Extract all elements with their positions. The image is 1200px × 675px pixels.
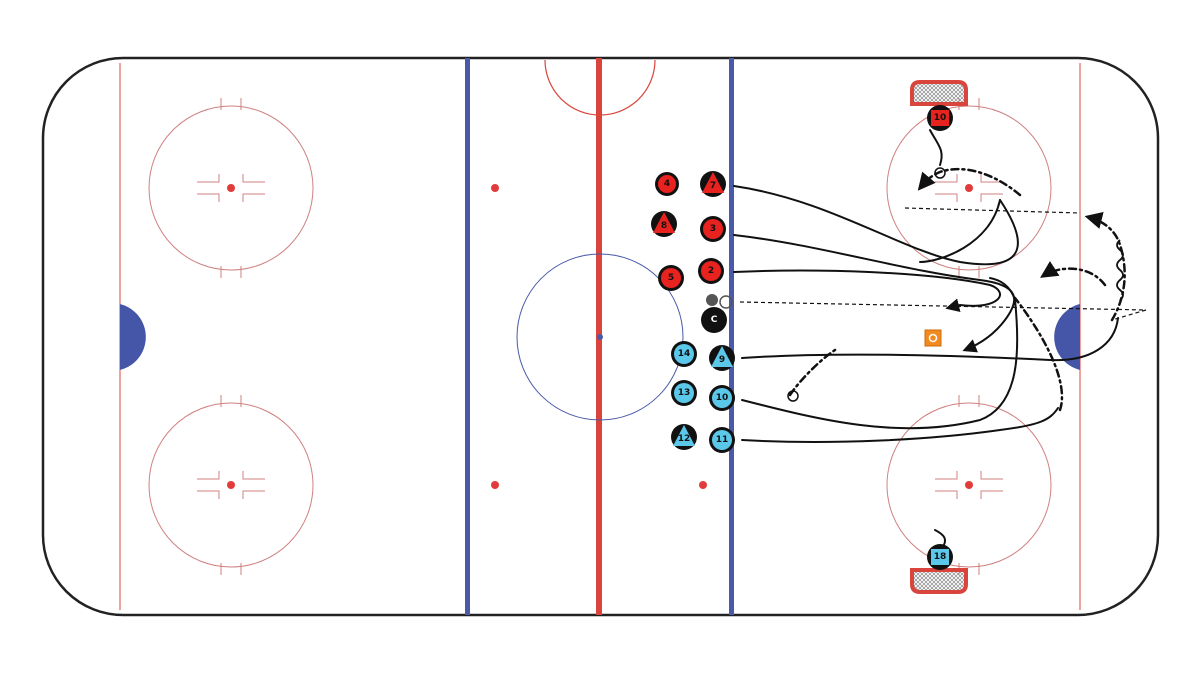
player-icon: 7 (700, 171, 726, 197)
blue-line-right (729, 58, 734, 615)
red-team: 4 7 8 3 5 2 10 (651, 105, 953, 291)
player-label: 18 (934, 552, 947, 562)
player-label: 11 (716, 435, 729, 445)
player-label: 8 (661, 221, 667, 231)
player-icon: 2 (698, 258, 724, 284)
player-label: 9 (719, 355, 725, 365)
puck-marker (924, 329, 942, 347)
player-label: 7 (710, 181, 716, 191)
center-circle (516, 253, 684, 421)
blue-team: 14 9 13 10 12 11 18 (671, 341, 953, 570)
goalie-icon: 18 (927, 544, 953, 570)
player-label: 10 (716, 393, 729, 403)
player-icon: 4 (655, 172, 679, 196)
marker-dots (787, 167, 946, 402)
referee-crease (544, 59, 656, 116)
player-icon: 13 (671, 380, 697, 406)
player-icon: 3 (700, 216, 726, 242)
player-label: 3 (710, 224, 716, 234)
faceoff-dots (227, 184, 973, 489)
net-icon (910, 568, 968, 594)
player-icon: 8 (651, 211, 677, 237)
player-label: 2 (708, 266, 714, 276)
skating-path-icon (733, 129, 1119, 549)
player-icon: 5 (658, 265, 684, 291)
player-label: 5 (668, 273, 674, 283)
player-icon: 9 (709, 345, 735, 371)
goal-crease-left (120, 304, 146, 370)
player-label: 13 (678, 388, 691, 398)
neutral-zone-dots (491, 184, 707, 489)
player-label: 14 (678, 349, 691, 359)
coach-label: C (711, 315, 718, 325)
player-label: 4 (664, 179, 670, 189)
coach-icon: C (701, 294, 733, 333)
goalie-icon: 10 (927, 105, 953, 131)
player-icon: 14 (671, 341, 697, 367)
blue-line-left (465, 58, 470, 615)
puck-icon (924, 329, 942, 347)
player-label: 10 (934, 113, 947, 123)
skating-path-icon (1116, 239, 1124, 301)
net-icon (910, 80, 968, 106)
player-icon: 11 (709, 427, 735, 453)
player-label: 12 (678, 434, 691, 444)
player-icon: 12 (671, 424, 697, 450)
player-icon: 10 (709, 385, 735, 411)
center-dot (597, 334, 603, 340)
goal-crease-right (1054, 304, 1080, 370)
